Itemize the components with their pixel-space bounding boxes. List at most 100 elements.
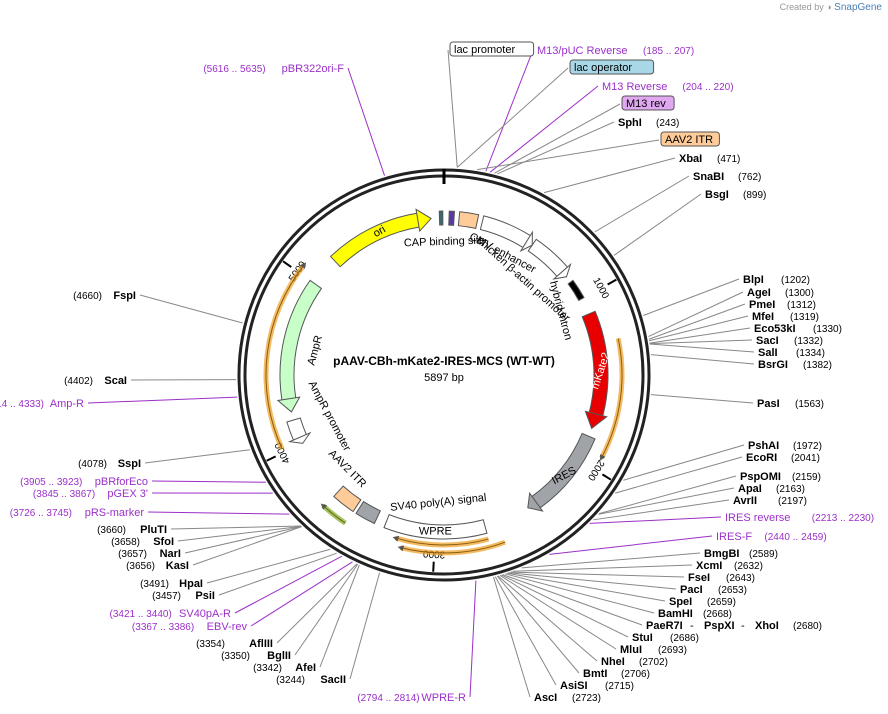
enzyme-position: (899) (743, 190, 766, 201)
primer-name: IRES-F (716, 531, 752, 543)
label-m13-rev: M13 rev (621, 95, 675, 111)
leader-asci (493, 576, 531, 698)
primer-position: (3905 .. 3923) (20, 477, 82, 488)
enzyme-name: SpeI (669, 596, 692, 608)
label-afliii: AflIII(3354) (196, 638, 273, 650)
label-afei: AfeI(3342) (253, 662, 316, 674)
label-pspomi: PspOMI(2159) (740, 471, 821, 483)
enzyme-name: FspI (113, 290, 136, 302)
label-sphi: SphI(243) (618, 117, 679, 129)
scale-tick (607, 278, 617, 286)
label-stui: StuI(2686) (632, 632, 699, 644)
feature-label-sv40-poly-a-signal: SV40 poly(A) signal (390, 492, 487, 514)
enzyme-position: (1202) (781, 275, 810, 286)
leader-pmei (648, 303, 746, 340)
enzyme-name: AgeI (747, 287, 771, 299)
enzyme-separator: - (741, 620, 745, 632)
label-mfei: MfeI(1319) (752, 311, 819, 323)
label-asci: AscI(2723) (534, 692, 601, 704)
enzyme-name: SfoI (153, 536, 174, 548)
leader-blpi (643, 278, 740, 316)
label-text: lac promoter (454, 44, 515, 56)
enzyme-name: SacII (320, 674, 346, 686)
enzyme-name: ScaI (104, 375, 127, 387)
leader-eco53ki (649, 327, 751, 344)
label-xbai: XbaI(471) (679, 153, 740, 165)
primer-name: M13 Reverse (602, 81, 667, 93)
snapgene-credit: Created by ◑ SnapGene (780, 2, 882, 13)
credit-prefix: Created by (779, 2, 824, 12)
leader-ebv-rev (250, 561, 353, 627)
enzyme-position: (2041) (791, 453, 820, 464)
label-pluti: PluTI (3660) (97, 524, 167, 536)
label-bamhi: BamHI(2668) (658, 608, 732, 620)
enzyme-name: PluTI (140, 524, 167, 536)
label-asisi: AsiSI(2715) (560, 680, 634, 692)
leader-sfoi (177, 525, 302, 542)
leader-bglii (294, 563, 359, 656)
leader-pluti (170, 525, 302, 530)
label-pasi: PasI(1563) (757, 398, 824, 410)
leader-bmgbi (521, 552, 701, 569)
leader-psii (218, 552, 337, 596)
primer-name: Amp-R (50, 398, 84, 410)
leader-mlui (499, 574, 617, 650)
enzyme-name: Eco53kI (754, 323, 796, 335)
feature-cmv-enhancer (479, 215, 533, 253)
label-sspi: SspI(4078) (78, 458, 141, 470)
enzyme-position: (1300) (785, 288, 814, 299)
enzyme-position: (2653) (718, 585, 747, 596)
leader-pshai (623, 444, 745, 481)
leader-ecori (615, 456, 743, 494)
enzyme-position: (1382) (803, 360, 832, 371)
enzyme-position: (3660) (97, 525, 126, 536)
label-pmei: PmeI(1312) (749, 299, 816, 311)
leader-saci (649, 339, 753, 345)
label-scai: ScaI(4402) (64, 375, 127, 387)
enzyme-name: NheI (601, 656, 625, 668)
label-bsgi: BsgI(899) (705, 189, 766, 201)
feature-label-ampr: AmpR (305, 334, 325, 367)
enzyme-position: (2659) (707, 597, 736, 608)
enzyme-position: (1563) (795, 399, 824, 410)
leader-kasi (192, 526, 302, 566)
leader-wpre-r (469, 580, 477, 698)
enzyme-name: PspOMI (740, 471, 781, 483)
enzyme-name: KasI (166, 560, 189, 572)
primer-name: M13/pUC Reverse (537, 45, 627, 57)
label-sali: SalI(1334) (758, 347, 825, 359)
enzyme-name: PshAI (748, 440, 779, 452)
enzyme-position: (2693) (658, 645, 687, 656)
scale-tick-label: 2000 (585, 458, 606, 483)
enzyme-name: SacI (756, 335, 779, 347)
label-box (660, 131, 720, 147)
enzyme-name: NarI (160, 548, 181, 560)
plasmid-size: 5897 bp (424, 372, 464, 384)
enzyme-name: SnaBI (693, 171, 724, 183)
label-amp-r: Amp-R(4314 .. 4333) (0, 398, 84, 410)
leader-afliii (276, 563, 358, 644)
primer-position: (204 .. 220) (682, 82, 733, 93)
label-bsrgi: BsrGI(1382) (758, 359, 832, 371)
enzyme-position: (3342) (253, 663, 282, 674)
enzyme-position: (2632) (734, 561, 763, 572)
enzyme-position: (2643) (726, 573, 755, 584)
orf-right-line (600, 338, 623, 461)
label-sacii: SacII(3244) (276, 674, 346, 686)
enzyme-position: (1334) (796, 348, 825, 359)
label-nari: NarI(3657) (118, 548, 181, 560)
label-fspi: FspI(4660) (73, 290, 136, 302)
enzyme-position: (2686) (670, 633, 699, 644)
orf-bottom-outer-line (397, 541, 506, 554)
label-pshai: PshAI(1972) (748, 440, 822, 452)
label-pgex-3: pGEX 3'(3845 .. 3867) (33, 488, 148, 500)
label-ebv-rev: EBV-rev(3367 .. 3386) (132, 621, 248, 633)
enzyme-position: (2163) (776, 484, 805, 495)
feature-sv40-box (355, 500, 381, 525)
feature-hybrid-intron (567, 279, 585, 302)
orf-bottom-inner-line (392, 535, 489, 546)
leader-aav2-itr (477, 139, 660, 171)
leader-sacii (349, 572, 381, 680)
credit-brand: SnapGene (834, 2, 882, 13)
